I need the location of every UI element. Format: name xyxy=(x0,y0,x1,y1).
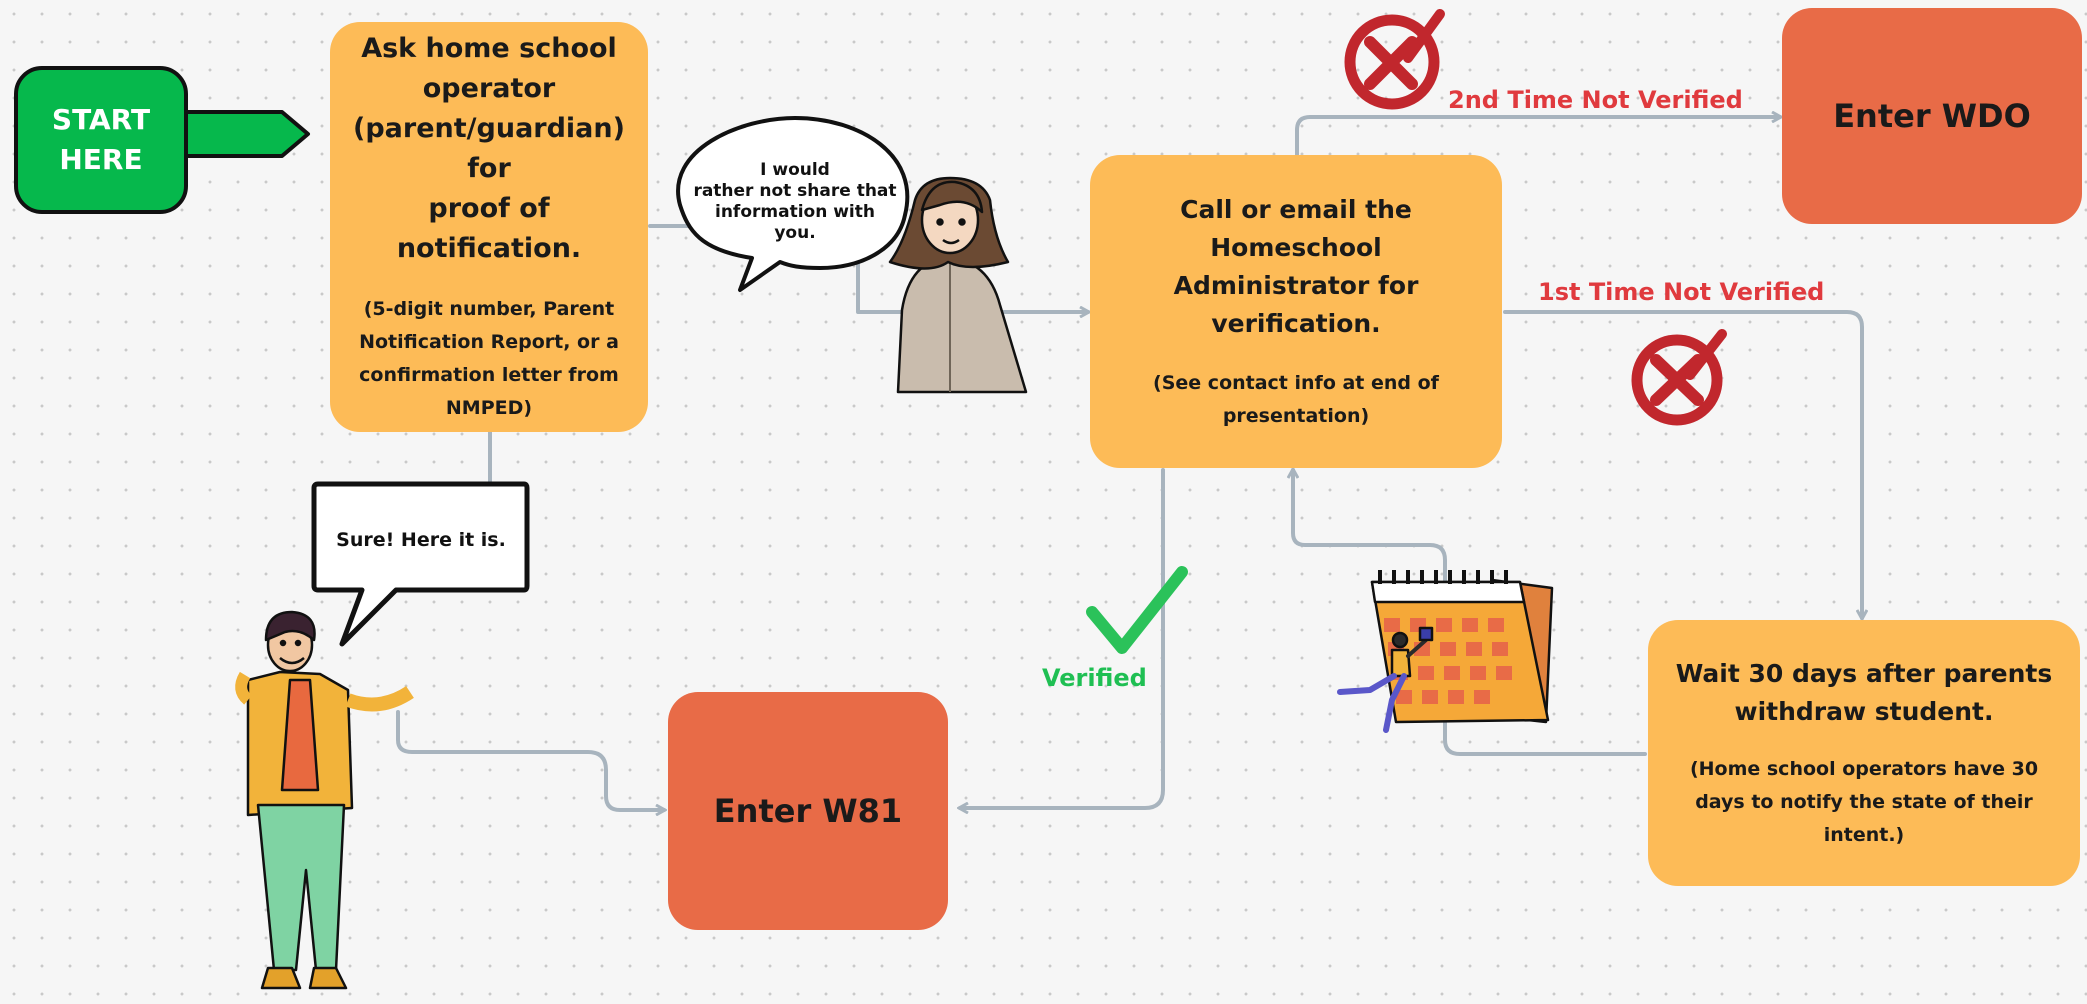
enter-wdo-label: Enter WDO xyxy=(1833,97,2031,135)
connector-call-to-w81 xyxy=(960,468,1165,808)
call-admin-detail: (See contact info at end of presentation… xyxy=(1153,371,1439,427)
call-admin-box: Call or email the Homeschool Administrat… xyxy=(1090,155,1502,468)
enter-w81-box: Enter W81 xyxy=(668,692,948,930)
ask-proof-title: Ask home school operator (parent/guardia… xyxy=(353,33,625,264)
ask-proof-box: Ask home school operator (parent/guardia… xyxy=(330,22,648,432)
enter-w81-label: Enter W81 xyxy=(713,792,903,830)
check-mark-icon xyxy=(1086,566,1188,654)
wait-30-days-box: Wait 30 days after parents withdraw stud… xyxy=(1648,620,2080,886)
label-first-not-verified: 1st Time Not Verified xyxy=(1538,278,1825,306)
x-mark-icon xyxy=(1631,329,1727,426)
connector-wait-to-call xyxy=(1293,470,1647,756)
label-second-not-verified: 2nd Time Not Verified xyxy=(1448,86,1743,114)
wait-title: Wait 30 days after parents withdraw stud… xyxy=(1675,658,2053,726)
connector-call-to-wait xyxy=(1503,310,1862,618)
wait-detail: (Home school operators have 30 days to n… xyxy=(1689,757,2039,846)
label-verified: Verified xyxy=(1042,664,1147,692)
refusal-speech-text: I would rather not share that informatio… xyxy=(693,160,897,243)
call-admin-title: Call or email the Homeschool Administrat… xyxy=(1173,194,1419,338)
ask-proof-detail: (5-digit number, Parent Notification Rep… xyxy=(359,298,619,419)
connector-call-to-wdo xyxy=(1295,117,1780,157)
enter-wdo-box: Enter WDO xyxy=(1782,8,2082,224)
x-mark-icon xyxy=(1344,9,1445,110)
agree-speech-text: Sure! Here it is. xyxy=(336,529,506,551)
start-label: START HERE xyxy=(51,103,151,176)
connector-ask-to-w81-lower xyxy=(396,710,664,810)
